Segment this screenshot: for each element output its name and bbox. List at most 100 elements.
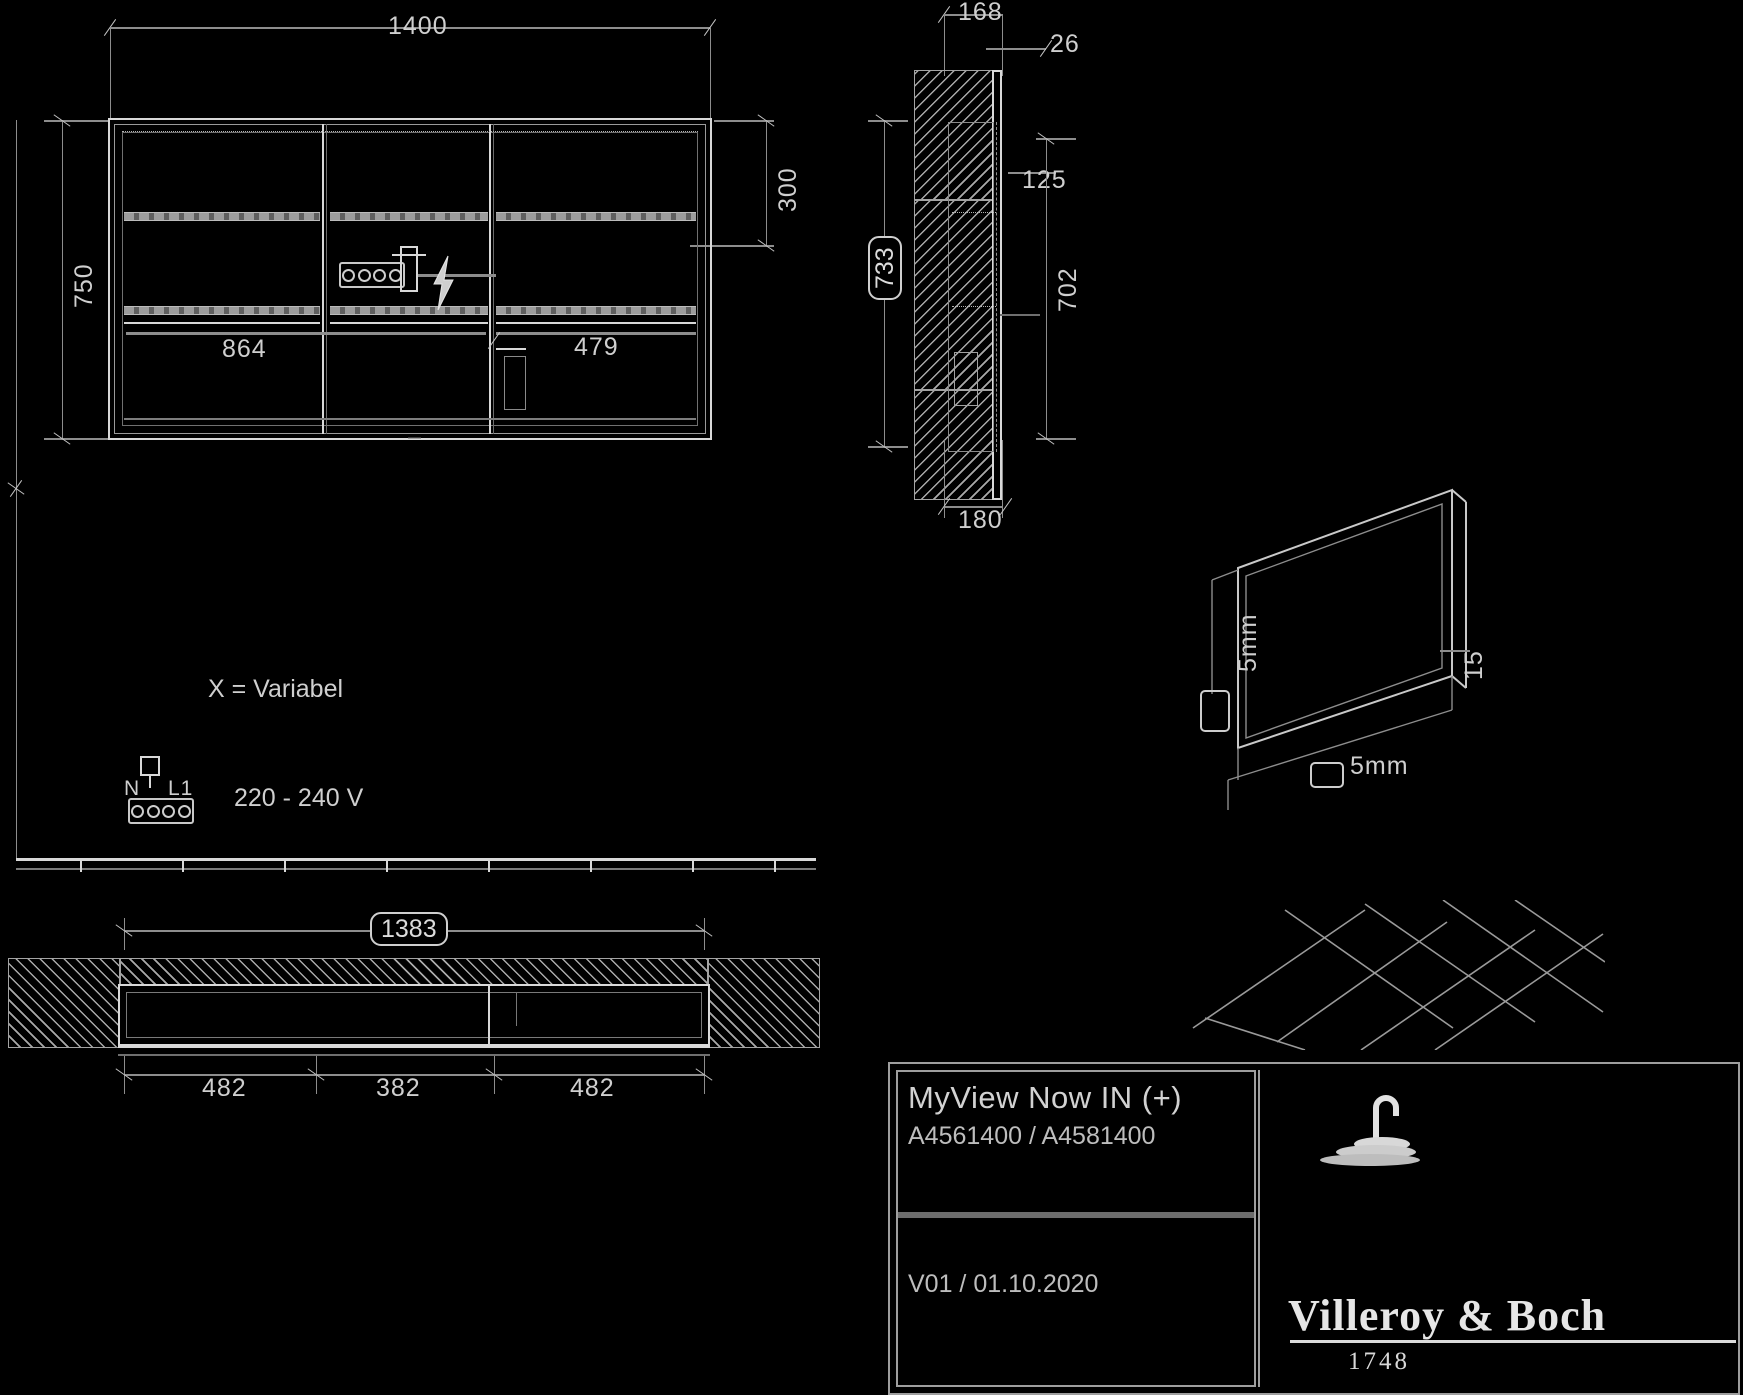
article-numbers: A4561400 / A4581400 bbox=[908, 1122, 1156, 1150]
dim-top-section-height: 300 bbox=[774, 167, 802, 212]
door-divider-2b bbox=[493, 124, 494, 434]
lattice-decoration bbox=[1192, 900, 1605, 1050]
socket-bracket bbox=[400, 246, 418, 292]
dim-wall-opening-depth: 180 bbox=[958, 506, 1003, 534]
dim-leader-15 bbox=[1440, 650, 1470, 652]
side-socket-box bbox=[954, 352, 978, 406]
plan-wall-top bbox=[120, 958, 708, 986]
shelf-mid-lower bbox=[330, 306, 488, 315]
fountain-logo-icon bbox=[1320, 1095, 1420, 1166]
dim-overall-height: 750 bbox=[70, 263, 98, 308]
cabinet-frame-inner bbox=[114, 124, 706, 434]
dim-edge: 15 bbox=[1460, 650, 1488, 680]
door-divider-2 bbox=[489, 124, 491, 434]
cabinet-base-line bbox=[124, 418, 696, 420]
dim-line-168 bbox=[944, 14, 1002, 16]
dim-line-479 bbox=[496, 332, 696, 335]
socket-lead-line bbox=[418, 274, 496, 277]
ext-168-r bbox=[1002, 14, 1003, 76]
terminal-label-n: N bbox=[124, 777, 141, 800]
plan-cabinet-body bbox=[118, 984, 710, 1046]
dim-line-300 bbox=[766, 120, 767, 246]
dim-right-door-width: 479 bbox=[574, 333, 619, 361]
ext-702-top bbox=[1036, 138, 1076, 140]
plan-tick-2 bbox=[182, 858, 184, 872]
shelf-right-lip bbox=[496, 322, 696, 324]
product-name: MyView Now IN (+) bbox=[908, 1080, 1183, 1115]
dim-segment-right: 482 bbox=[570, 1074, 615, 1102]
shelf-right-lower bbox=[496, 306, 696, 315]
ext-line-300-bot bbox=[690, 245, 774, 247]
mirror-iso-outline bbox=[1211, 488, 1467, 810]
socket-icon bbox=[339, 262, 405, 288]
plan-divider bbox=[488, 984, 490, 1046]
dim-body-height: 733 bbox=[868, 236, 903, 300]
plan-cabinet-base-2 bbox=[118, 1054, 710, 1056]
plan-tick-5 bbox=[488, 858, 490, 872]
dim-recess-depth: 168 bbox=[958, 0, 1003, 26]
plan-tick-1 bbox=[80, 858, 82, 872]
ext-180-l bbox=[944, 440, 945, 518]
cabinet-side-dash bbox=[996, 122, 997, 452]
dim-line-702 bbox=[1046, 138, 1047, 438]
ext-line-right bbox=[710, 27, 711, 120]
electric-hazard-icon bbox=[433, 255, 454, 311]
shelf-left-lower bbox=[124, 306, 320, 315]
plan-ref-band-bottom bbox=[16, 868, 816, 870]
dim-slot-bottom: 5mm bbox=[1350, 752, 1409, 780]
plan-divider-2 bbox=[516, 992, 517, 1026]
door-hinge-arm bbox=[496, 348, 526, 350]
frame-top-dotted bbox=[122, 131, 698, 132]
dim-line-height bbox=[62, 120, 63, 440]
plan-cabinet-base bbox=[118, 1046, 710, 1048]
side-shelf-leader bbox=[1000, 314, 1040, 316]
dim-segment-left: 482 bbox=[202, 1074, 247, 1102]
ext-733-top bbox=[868, 120, 908, 122]
ext-line-bot-750 bbox=[44, 438, 110, 440]
dim-line-26 bbox=[986, 48, 1046, 50]
title-block-vertical-divider bbox=[1258, 1070, 1260, 1387]
dim-front-projection: 26 bbox=[1050, 30, 1080, 58]
cabinet-side-body bbox=[948, 122, 994, 452]
plan-tick-4 bbox=[386, 858, 388, 872]
title-block-left-cell bbox=[896, 1070, 1256, 1387]
dim-recess-width: 1383 bbox=[370, 912, 448, 947]
wall-hatch-lower bbox=[914, 390, 994, 500]
dim-overall-width: 1400 bbox=[388, 12, 448, 40]
ext-line-left bbox=[110, 27, 111, 120]
dim-slot-left: 5mm bbox=[1234, 613, 1262, 672]
ext-1383-r bbox=[704, 918, 705, 950]
dim-line-width-right bbox=[110, 27, 710, 29]
dim-inner-depth: 125 bbox=[1022, 166, 1067, 194]
brand-year: 1748 bbox=[1348, 1348, 1410, 1375]
shelf-mid-lip bbox=[330, 322, 488, 324]
plan-tick-8 bbox=[774, 858, 776, 872]
cabinet-opening bbox=[122, 132, 698, 426]
shelf-mid-upper bbox=[330, 212, 488, 221]
dim-leader-125 bbox=[1008, 172, 1056, 174]
dim-line-180 bbox=[944, 506, 1002, 508]
ext-line-300-top bbox=[714, 120, 774, 122]
title-block bbox=[888, 1062, 1740, 1395]
plan-tick-6 bbox=[590, 858, 592, 872]
side-shelf-1 bbox=[952, 212, 996, 213]
door-divider-1 bbox=[322, 124, 324, 434]
terminal-plug-stem bbox=[149, 776, 151, 788]
ext-180-r bbox=[1002, 440, 1003, 518]
ext-1383-l bbox=[124, 918, 125, 950]
shelf-right-upper bbox=[496, 212, 696, 221]
note-variable: X = Variabel bbox=[208, 675, 344, 703]
ext-line-top-750 bbox=[44, 120, 110, 122]
plan-wall-right bbox=[708, 958, 820, 1048]
ext-702-bot bbox=[1036, 438, 1076, 440]
dim-segment-mid: 382 bbox=[376, 1074, 421, 1102]
slot-bottom-icon bbox=[1310, 762, 1344, 788]
cabinet-outer-frame bbox=[108, 118, 712, 440]
plan-ref-band-top bbox=[16, 858, 816, 861]
note-voltage: 220 - 240 V bbox=[234, 784, 364, 812]
plan-wall-left bbox=[8, 958, 120, 1048]
socket-bracket-arm bbox=[392, 254, 426, 256]
brand-name: Villeroy & Boch bbox=[1288, 1291, 1607, 1340]
ext-168-l bbox=[944, 14, 945, 76]
